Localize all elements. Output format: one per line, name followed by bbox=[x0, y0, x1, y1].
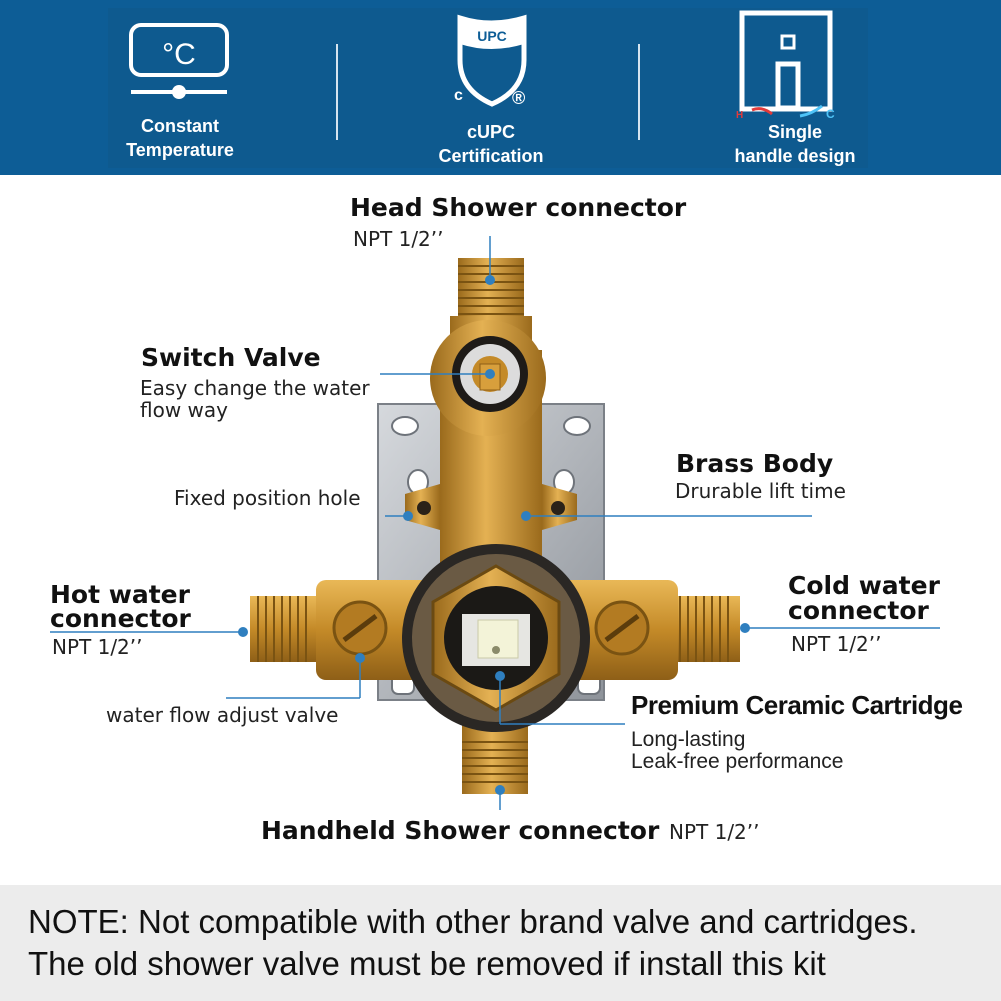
note-line-2: The old shower valve must be removed if … bbox=[28, 945, 826, 982]
hot-water-title-2: connector bbox=[50, 604, 191, 633]
feature-divider bbox=[638, 44, 640, 140]
note-line-1: NOTE: Not compatible with other brand va… bbox=[28, 903, 918, 940]
flow-adjust-valve-cold bbox=[594, 600, 650, 656]
feature-label-line: Temperature bbox=[126, 140, 234, 160]
svg-text:C: C bbox=[826, 107, 835, 121]
leader-lines bbox=[50, 236, 940, 810]
flow-adjust-label: water flow adjust valve bbox=[106, 703, 339, 727]
hot-water-spec: NPT 1/2’’ bbox=[52, 635, 143, 659]
feature-label-line: Constant bbox=[141, 116, 219, 136]
cold-water-spec: NPT 1/2’’ bbox=[791, 632, 882, 656]
cold-water-title-1: Cold water bbox=[788, 571, 940, 600]
switch-valve-desc-2: flow way bbox=[140, 398, 228, 422]
feature-banner: °C Constant Temperature UPC c ® cUPC Cer… bbox=[0, 0, 1001, 175]
fixed-position-hole-label: Fixed position hole bbox=[174, 486, 361, 510]
cartridge-title: Premium Ceramic Cartridge bbox=[631, 690, 963, 720]
feature-label-line: Single bbox=[767, 122, 822, 142]
svg-text:H: H bbox=[736, 110, 743, 121]
shower-valve-illustration bbox=[50, 236, 940, 810]
feature-label-line: handle design bbox=[734, 146, 856, 166]
single-handle-icon: H C bbox=[730, 10, 840, 122]
hot-water-title-1: Hot water bbox=[50, 580, 190, 609]
feature-label-single-handle: Single handle design bbox=[720, 120, 870, 168]
svg-text:UPC: UPC bbox=[477, 28, 507, 44]
cartridge-desc-1: Long-lasting bbox=[631, 728, 746, 751]
svg-text:c: c bbox=[454, 87, 463, 104]
feature-label-line: cUPC bbox=[466, 122, 515, 142]
thermostat-icon: °C bbox=[128, 22, 230, 102]
cupc-shield-icon: UPC c ® bbox=[446, 14, 536, 110]
switch-valve-title: Switch Valve bbox=[141, 343, 321, 372]
brass-body-spec: Drurable lift time bbox=[675, 479, 846, 503]
feature-label-constant-temperature: Constant Temperature bbox=[110, 114, 250, 162]
handheld-shower-connector bbox=[462, 720, 528, 794]
cartridge-desc-2: Leak-free performance bbox=[631, 750, 844, 773]
feature-label-line: Certification bbox=[438, 146, 544, 166]
head-shower-spec: NPT 1/2’’ bbox=[353, 227, 444, 251]
feature-divider bbox=[336, 44, 338, 140]
handheld-shower-spec: NPT 1/2’’ bbox=[669, 820, 760, 844]
switch-valve-desc-1: Easy change the water bbox=[140, 376, 370, 400]
feature-label-cupc: cUPC Certification bbox=[420, 120, 562, 168]
svg-text:®: ® bbox=[512, 88, 525, 108]
brass-body-title: Brass Body bbox=[676, 449, 834, 478]
head-shower-title: Head Shower connector bbox=[350, 193, 687, 222]
svg-text:°C: °C bbox=[162, 38, 196, 71]
ceramic-cartridge bbox=[402, 544, 590, 732]
compatibility-note: NOTE: Not compatible with other brand va… bbox=[0, 885, 1001, 1001]
cold-water-title-2: connector bbox=[788, 596, 929, 625]
handheld-shower-title: Handheld Shower connector bbox=[261, 816, 660, 845]
flow-adjust-valve-hot bbox=[332, 600, 388, 656]
